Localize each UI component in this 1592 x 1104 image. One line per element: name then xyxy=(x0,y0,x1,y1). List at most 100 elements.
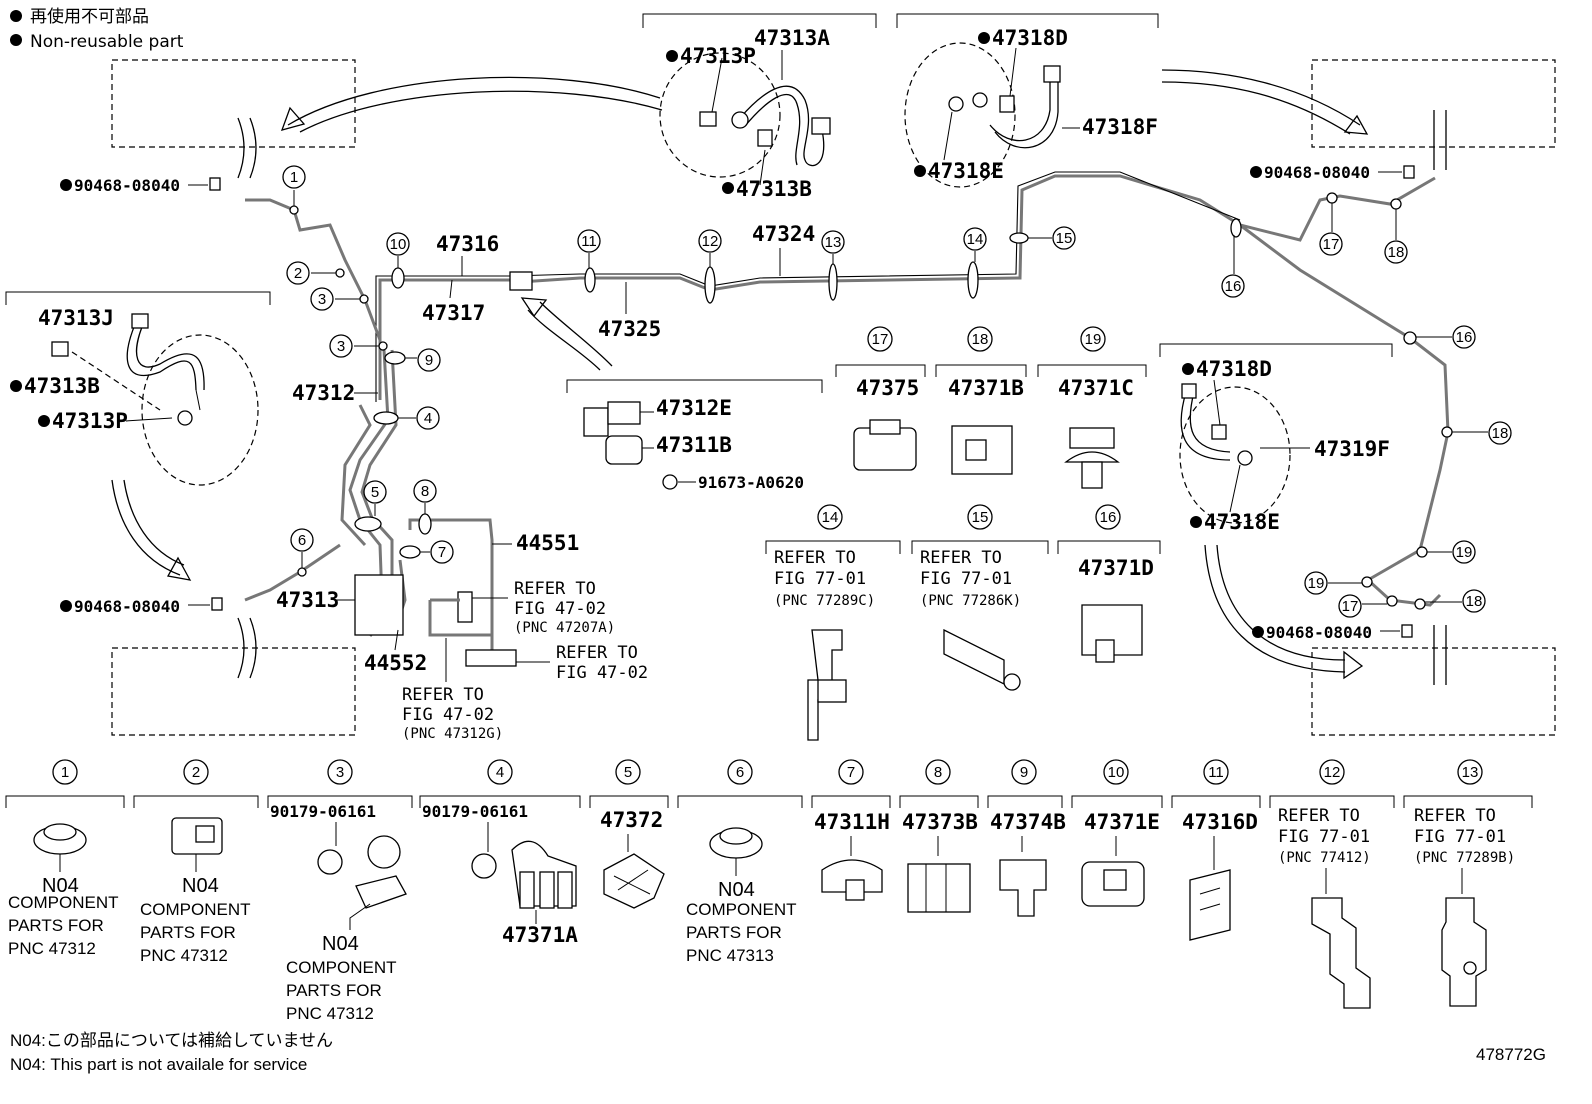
label-47311B: 47311B xyxy=(656,433,732,457)
callout-12: 12 xyxy=(702,233,719,250)
label-47319F: 47319F xyxy=(1314,437,1390,461)
label-47313A: 47313A xyxy=(754,26,830,50)
callout-16a: 16 xyxy=(1225,278,1242,295)
mid-15-l2: FIG 77-01 xyxy=(920,569,1012,589)
mid-17-part: 47375 xyxy=(856,376,919,400)
callout-19b: 19 xyxy=(1308,575,1325,592)
bottom-3-n04: N04 xyxy=(322,933,359,955)
mid-14-l2: FIG 77-01 xyxy=(774,569,866,589)
bottom-11-part: 47316D xyxy=(1182,810,1258,834)
mid-18-part: 47371B xyxy=(948,376,1024,400)
brake-tubes xyxy=(244,171,1450,667)
bottom-3-l2: PARTS FOR xyxy=(286,981,382,1000)
label-47313B-top: 47313B xyxy=(736,177,812,201)
callout-6: 6 xyxy=(298,532,306,549)
mid-19-num: 19 xyxy=(1085,331,1102,348)
mid-15-num: 15 xyxy=(972,509,989,526)
bottom-6-l3: PNC 47313 xyxy=(686,946,774,965)
junction-dots xyxy=(289,192,1453,610)
bottom-13-l3: (PNC 77289B) xyxy=(1414,850,1515,866)
bottom-6-n04: N04 xyxy=(718,879,755,901)
bottom-6-l1: COMPONENT xyxy=(686,900,797,919)
refer-labels-center: REFER TO FIG 47-02 (PNC 47207A) REFER TO… xyxy=(402,579,648,742)
refer2-line1: REFER TO xyxy=(556,643,638,663)
callout-9: 9 xyxy=(425,352,433,369)
callout-3a: 3 xyxy=(318,291,326,308)
bottom-12-l1: REFER TO xyxy=(1278,806,1360,826)
bottom-8-part: 47373B xyxy=(902,810,978,834)
callout-10: 10 xyxy=(390,236,407,253)
callout-16b: 16 xyxy=(1456,329,1473,346)
legend: 再使用不可部品 Non-reusable part xyxy=(10,6,184,52)
mid-15-l3: (PNC 77286K) xyxy=(920,593,1021,609)
bottom-12-l2: FIG 77-01 xyxy=(1278,827,1370,847)
callout-2: 2 xyxy=(294,265,302,282)
mid-17-num: 17 xyxy=(872,331,889,348)
bottom-13-l1: REFER TO xyxy=(1414,806,1496,826)
label-47324: 47324 xyxy=(752,222,815,246)
bottom-1-l2: PARTS FOR xyxy=(8,916,104,935)
bottom-2-l3: PNC 47312 xyxy=(140,946,228,965)
label-44551: 44551 xyxy=(516,531,579,555)
callout-13: 13 xyxy=(825,234,842,251)
label-47313P-top: 47313P xyxy=(680,44,756,68)
bottom-8-num: 8 xyxy=(934,764,942,781)
mid-14-num: 14 xyxy=(822,509,839,526)
label-47312: 47312 xyxy=(292,381,355,405)
wheel-boxes xyxy=(111,59,1556,736)
bottom-4-part: 47371A xyxy=(502,923,578,947)
bottom-3-sub: 90179-06161 xyxy=(270,802,376,821)
bottom-10-part: 47371E xyxy=(1084,810,1160,834)
label-47313B-left: 47313B xyxy=(24,374,100,398)
bottom-6-num: 6 xyxy=(736,764,744,781)
bottom-2-l2: PARTS FOR xyxy=(140,923,236,942)
callout-1: 1 xyxy=(290,169,298,186)
label-47318D-right: 47318D xyxy=(1196,357,1272,381)
mid-16-part: 47371D xyxy=(1078,556,1154,580)
label-47325: 47325 xyxy=(598,317,661,341)
bottom-12-num: 12 xyxy=(1324,764,1341,781)
bottom-2-n04: N04 xyxy=(182,875,219,897)
refer3-line3: (PNC 47312G) xyxy=(402,726,503,742)
label-47313: 47313 xyxy=(276,588,339,612)
bottom-4-sub: 90179-06161 xyxy=(422,802,528,821)
label-47313P-left: 47313P xyxy=(52,409,128,433)
footer-note-jp: N04:この部品については補給していません xyxy=(10,1031,333,1050)
legend-text-en: Non-reusable part xyxy=(30,32,184,52)
footer: N04:この部品については補給していません N04: This part is … xyxy=(10,1031,1546,1074)
bottom-5-num: 5 xyxy=(624,764,632,781)
bottom-2-l1: COMPONENT xyxy=(140,900,251,919)
bottom-12-l3: (PNC 77412) xyxy=(1278,850,1371,866)
label-47318E-right: 47318E xyxy=(1204,510,1280,534)
callout-4: 4 xyxy=(424,410,432,427)
mid-15-l1: REFER TO xyxy=(920,548,1002,568)
label-47313J: 47313J xyxy=(38,306,114,330)
label-90468-mr: 90468-08040 xyxy=(1266,623,1372,642)
refer2-line2: FIG 47-02 xyxy=(556,663,648,683)
callout-3b: 3 xyxy=(337,338,345,355)
footer-note-en: N04: This part is not availale for servi… xyxy=(10,1055,307,1074)
bottom-13-num: 13 xyxy=(1462,764,1479,781)
callout-17a: 17 xyxy=(1323,236,1340,253)
hose-assy-rear-left xyxy=(51,313,259,486)
label-90468-ml: 90468-08040 xyxy=(74,597,180,616)
hose-assy-front-right xyxy=(904,42,1080,188)
mid-14-l1: REFER TO xyxy=(774,548,856,568)
bottom-1-l3: PNC 47312 xyxy=(8,939,96,958)
callout-18c: 18 xyxy=(1466,593,1483,610)
bottom-items: 1 N04 COMPONENT PARTS FOR PNC 47312 2 N0… xyxy=(5,759,1533,1023)
bottom-9-part: 47374B xyxy=(990,810,1066,834)
bottom-1-n04: N04 xyxy=(42,875,79,897)
label-47312E: 47312E xyxy=(656,396,732,420)
refer1-line2: FIG 47-02 xyxy=(514,599,606,619)
mid-16-num: 16 xyxy=(1100,509,1117,526)
callout-11: 11 xyxy=(581,233,597,250)
hose-assy-rear-right xyxy=(1179,383,1310,524)
hose-assy-front-left xyxy=(659,50,831,186)
refer3-line2: FIG 47-02 xyxy=(402,705,494,725)
refer3-line1: REFER TO xyxy=(402,685,484,705)
brackets-top xyxy=(5,13,1393,393)
label-47318F: 47318F xyxy=(1082,115,1158,139)
label-47318E-top: 47318E xyxy=(928,159,1004,183)
